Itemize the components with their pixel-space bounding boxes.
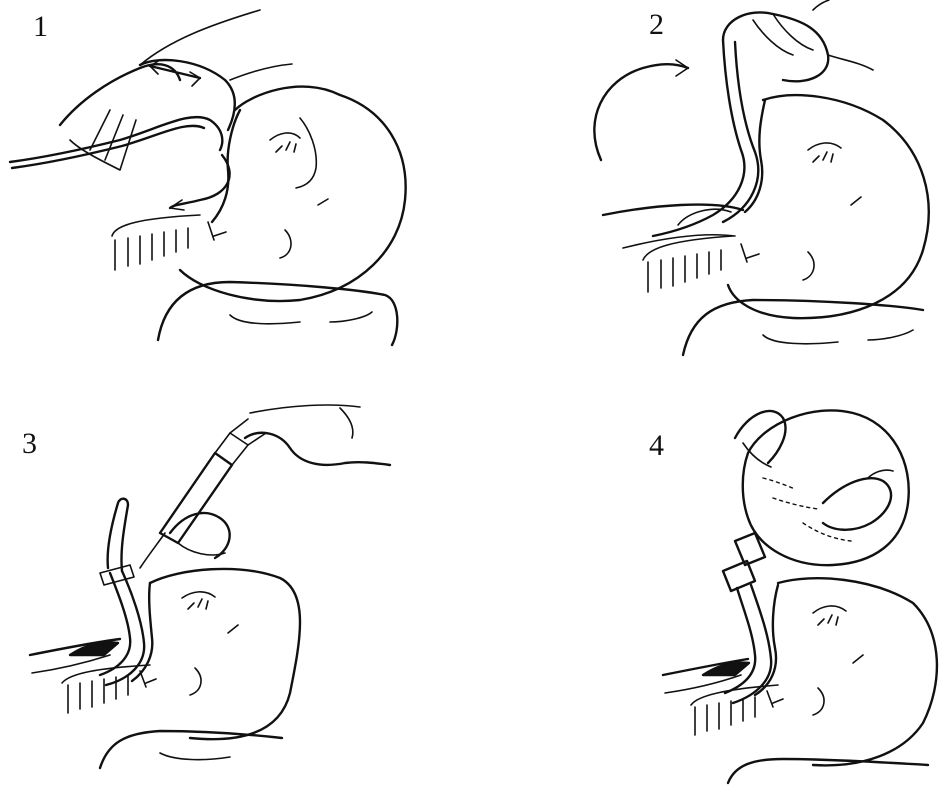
panel-step-3: 3 (0, 393, 473, 785)
cuff-inflation-syringe-illustration (0, 393, 473, 785)
laryngeal-mask-insertion-illustration (0, 0, 473, 392)
bag-ventilation-illustration (473, 393, 946, 785)
laryngeal-mask-advancement-illustration (473, 0, 946, 392)
panel-step-1: 1 (0, 0, 473, 392)
panel-step-2: 2 (473, 0, 946, 392)
panel-step-4: 4 (473, 393, 946, 785)
